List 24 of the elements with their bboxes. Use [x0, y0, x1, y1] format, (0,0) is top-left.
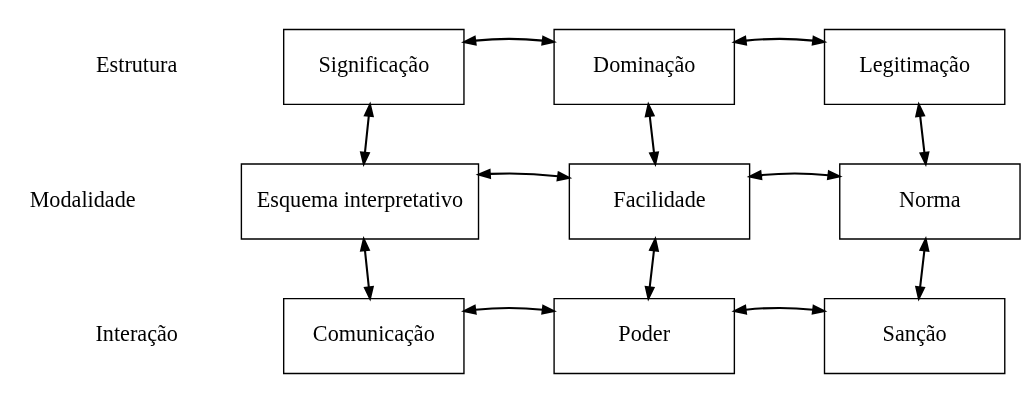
label: Estrutura — [96, 52, 178, 78]
arrow — [461, 35, 557, 46]
node-box: Dominação — [553, 28, 736, 106]
arrow — [644, 101, 660, 167]
node-box: Sanção — [823, 297, 1006, 375]
arrow — [746, 169, 843, 181]
node-box: Significação — [283, 28, 465, 106]
arrow — [731, 35, 828, 46]
arrow — [359, 236, 375, 302]
node-box: Comunicação — [283, 297, 465, 375]
node-box: Norma — [839, 163, 1021, 240]
arrow — [475, 168, 573, 182]
arrow — [731, 304, 828, 315]
node-box: Esquema interpretativo — [240, 163, 480, 240]
node-box: Poder — [553, 297, 736, 375]
arrow — [461, 304, 557, 315]
node-box: Facilidade — [568, 163, 751, 240]
arrow — [644, 236, 660, 302]
label: Modalidade — [29, 186, 136, 212]
label: Interação — [95, 321, 178, 347]
arrow — [359, 101, 375, 167]
arrow — [914, 101, 930, 167]
node-box: Legitimação — [823, 28, 1006, 106]
arrow — [914, 236, 930, 302]
